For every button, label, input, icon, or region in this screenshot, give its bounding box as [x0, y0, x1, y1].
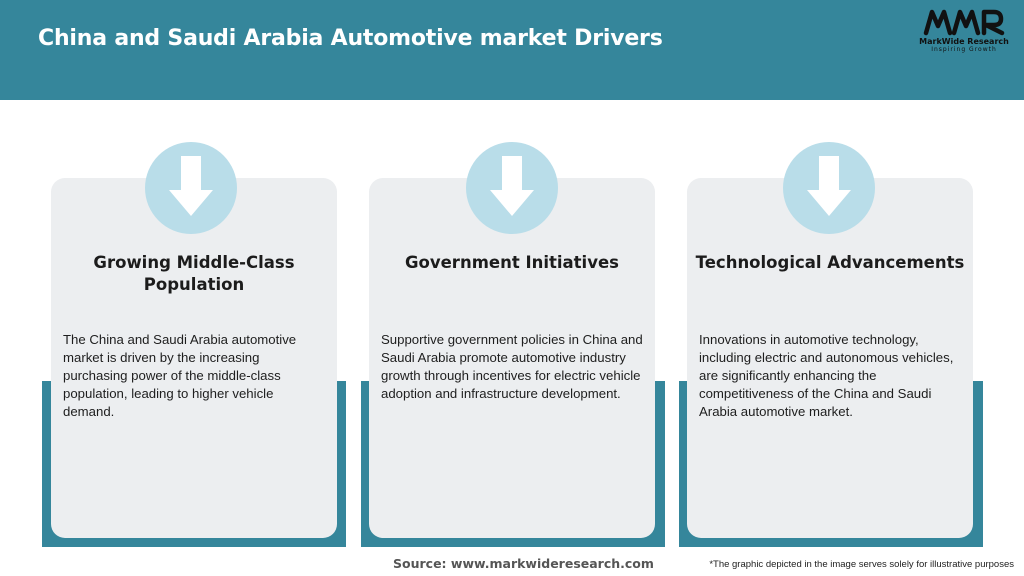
arrow-down-icon — [490, 156, 534, 216]
icon-circle-2 — [466, 142, 558, 234]
card-title: Growing Middle-Class Population — [93, 253, 295, 294]
brand-logo: MarkWide Research Inspiring Growth — [912, 8, 1016, 62]
driver-card-1: Growing Middle-Class Population The Chin… — [51, 178, 337, 538]
icon-circle-1 — [145, 142, 237, 234]
card-text: Supportive government policies in China … — [381, 332, 643, 401]
driver-card-2: Government Initiatives Supportive govern… — [369, 178, 655, 538]
card-title: Government Initiatives — [404, 253, 619, 272]
card-text: The China and Saudi Arabia automotive ma… — [63, 332, 297, 419]
icon-circle-3 — [783, 142, 875, 234]
source-credit: Source: www.markwideresearch.com — [393, 556, 654, 571]
logo-name: MarkWide Research — [919, 37, 1009, 46]
page-title: China and Saudi Arabia Automotive market… — [38, 26, 663, 51]
logo-tagline: Inspiring Growth — [931, 46, 997, 53]
arrow-down-icon — [807, 156, 851, 216]
card-text: Innovations in automotive technology, in… — [699, 332, 954, 419]
logo-mark-icon — [923, 9, 1005, 36]
card-title: Technological Advancements — [695, 253, 965, 272]
driver-card-3: Technological Advancements Innovations i… — [687, 178, 973, 538]
disclaimer-note: *The graphic depicted in the image serve… — [709, 559, 1014, 570]
header-banner: China and Saudi Arabia Automotive market… — [0, 0, 1024, 100]
arrow-down-icon — [169, 156, 213, 216]
